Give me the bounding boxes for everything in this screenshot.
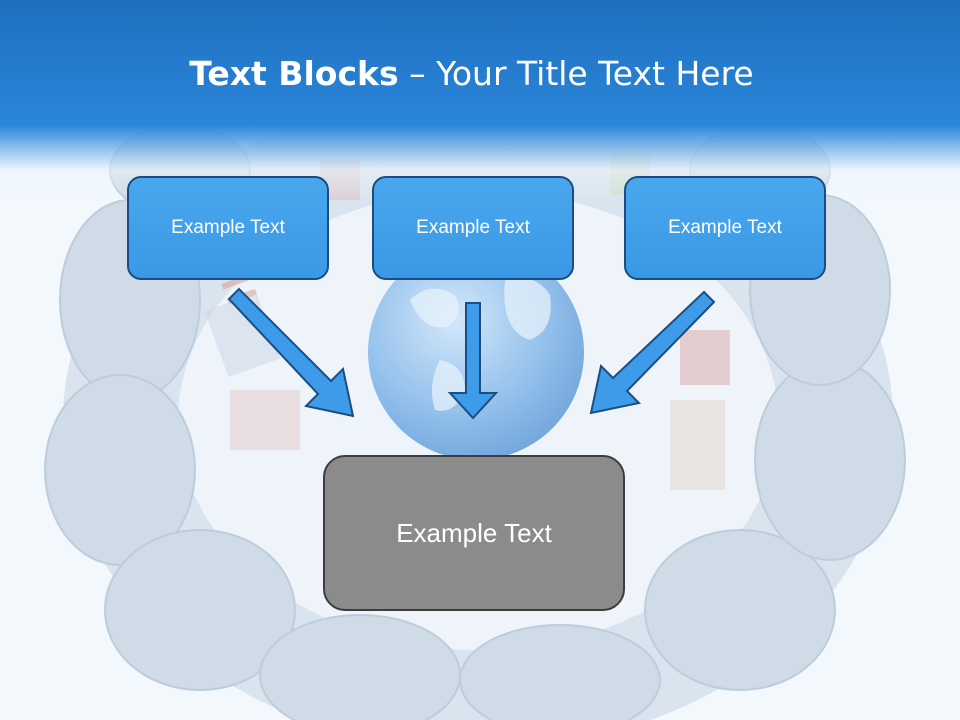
text-block-2-label: Example Text bbox=[416, 217, 530, 238]
arrow-left bbox=[227, 287, 355, 418]
result-block-label: Example Text bbox=[396, 517, 552, 548]
text-block-2[interactable]: Example Text bbox=[372, 176, 574, 280]
text-block-3[interactable]: Example Text bbox=[624, 176, 826, 280]
arrow-center bbox=[447, 302, 499, 420]
title-bold: Text Blocks bbox=[189, 54, 399, 93]
text-block-1-label: Example Text bbox=[171, 217, 285, 238]
text-block-3-label: Example Text bbox=[668, 217, 782, 238]
title-bar bbox=[0, 0, 960, 200]
title-dash: – bbox=[398, 54, 437, 93]
result-block[interactable]: Example Text bbox=[323, 455, 625, 611]
title-light: Your Title Text Here bbox=[436, 54, 754, 93]
arrow-right bbox=[589, 290, 716, 415]
text-block-1[interactable]: Example Text bbox=[127, 176, 329, 280]
slide-title: Text Blocks – Your Title Text Here bbox=[0, 54, 943, 93]
